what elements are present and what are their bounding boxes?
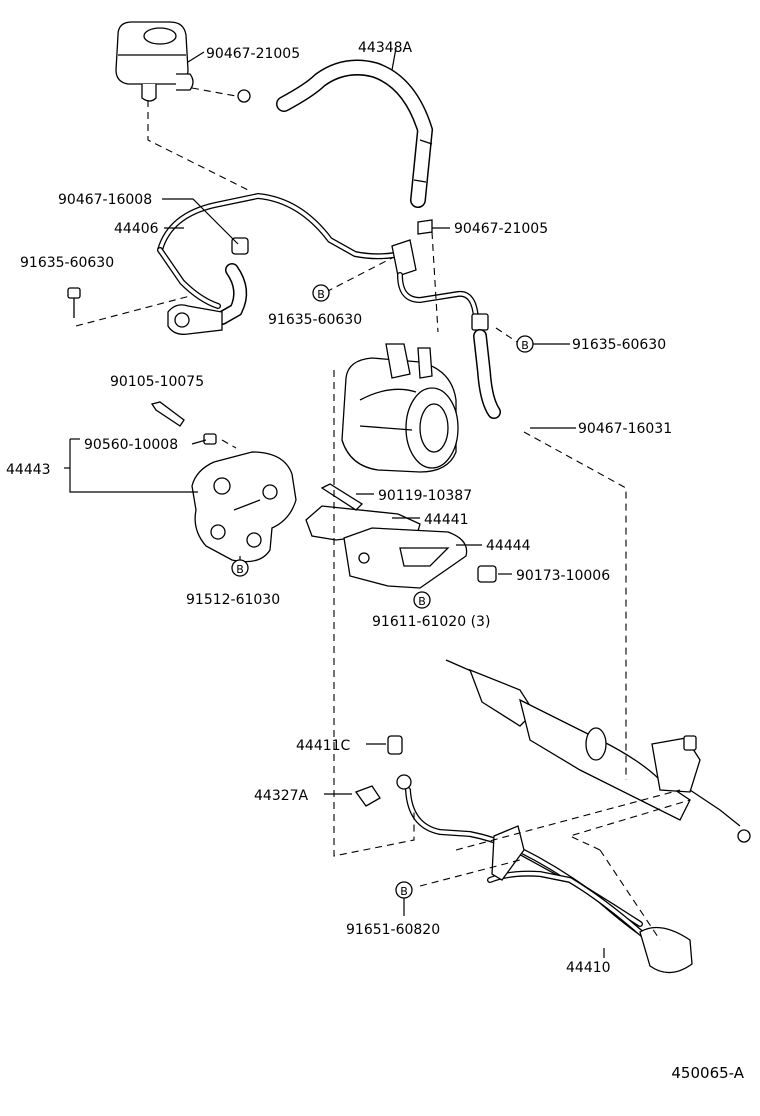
- pump-bracket-44443: [150, 401, 297, 563]
- svg-text:B: B: [418, 595, 426, 608]
- bolt-badges: B B B B B: [231, 284, 534, 899]
- callout-44410: 44410: [566, 960, 611, 976]
- callout-44443: 44443: [6, 462, 51, 478]
- callout-90173-10006: 90173-10006: [516, 568, 610, 584]
- callout-90467-21005-top: 90467-21005: [206, 46, 300, 62]
- callout-44406: 44406: [114, 221, 159, 237]
- badge-b-4: B: [413, 591, 431, 609]
- badge-b-1: B: [312, 284, 330, 302]
- svg-text:B: B: [400, 885, 408, 898]
- svg-text:B: B: [521, 339, 529, 352]
- svg-text:B: B: [236, 563, 244, 576]
- bracket-44444: [343, 527, 497, 589]
- callout-91635-60630-left: 91635-60630: [20, 255, 114, 271]
- callout-90467-16008: 90467-16008: [58, 192, 152, 208]
- reference-lines: [75, 87, 691, 941]
- badge-b-5: B: [395, 881, 413, 899]
- callout-91635-60630-right: 91635-60630: [572, 337, 666, 353]
- return-hose-44348a: [276, 59, 434, 208]
- callout-labels: 90467-21005 44348A 90467-16008 44406 916…: [6, 40, 672, 976]
- callout-90467-21005-right: 90467-21005: [454, 221, 548, 237]
- callout-90467-16031: 90467-16031: [578, 421, 672, 437]
- callout-90119-10387: 90119-10387: [378, 488, 472, 504]
- svg-text:B: B: [317, 288, 325, 301]
- callout-44411c: 44411C: [296, 738, 351, 754]
- callout-44441: 44441: [424, 512, 469, 528]
- badge-b-2: B: [516, 335, 534, 353]
- rack-pipes-44410: [354, 735, 693, 974]
- pressure-line-right: [391, 219, 501, 419]
- bolt-left: [67, 287, 81, 318]
- reservoir-tank: [115, 21, 251, 103]
- leader-lines: [64, 47, 605, 958]
- callout-90560-10008: 90560-10008: [84, 437, 178, 453]
- ref-code: 450065-A: [671, 1064, 744, 1082]
- badge-b-3: B: [231, 559, 249, 577]
- callout-91651-60820: 91651-60820: [346, 922, 440, 938]
- power-steering-pump: [341, 343, 459, 473]
- callout-44348a: 44348A: [358, 40, 413, 56]
- callout-44444: 44444: [486, 538, 531, 554]
- callout-44327a: 44327A: [254, 788, 309, 804]
- callout-90105-10075: 90105-10075: [110, 374, 204, 390]
- callout-91512-61030: 91512-61030: [186, 592, 280, 608]
- pressure-pipe-44406: [157, 192, 398, 335]
- steering-rack: [445, 659, 751, 843]
- callout-91611-61020: 91611-61020 (3): [372, 614, 490, 630]
- callout-91635-60630-mid: 91635-60630: [268, 312, 362, 328]
